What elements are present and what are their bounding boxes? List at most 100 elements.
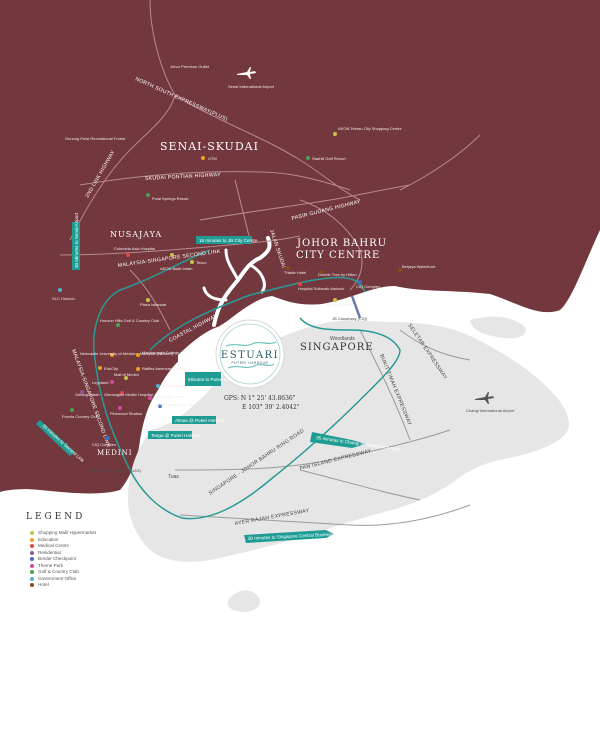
coastal-route[interactable] [149, 276, 366, 351]
malaysia-roads [59, 0, 481, 331]
poi-ferry-terminal[interactable]: International Ferry Terminal [155, 402, 204, 408]
poi-aeon-bukit-indah[interactable]: AEON Bukit Indah [160, 253, 192, 271]
poi-legoland[interactable]: Legoland [92, 380, 114, 385]
tag-almas-puteri[interactable]: Almas @ Puteri Harbour [172, 416, 225, 424]
second-link-route[interactable] [93, 249, 211, 471]
ring-road-route[interactable] [129, 317, 401, 520]
poi-jb-causeway[interactable]: JB Causeway (CIQ) [332, 316, 368, 321]
poi-hospital-sultanah[interactable]: Hospital Sultanah Aminah [298, 282, 344, 291]
malaysia-landmass [0, 0, 600, 494]
legend-dot-icon [30, 563, 34, 568]
svg-text:EduCity: EduCity [104, 366, 118, 371]
svg-text:UTM: UTM [208, 156, 217, 161]
legend-item: Hotel [26, 582, 166, 588]
poi-ciq-complex-jb[interactable]: CIQ Complex [356, 280, 380, 289]
svg-text:JB Causeway (CIQ): JB Causeway (CIQ) [332, 316, 368, 321]
poi-aeon-tebrau[interactable]: AEON Tebrau City Shopping Centre [333, 126, 403, 136]
poi-thistle-hotel[interactable]: Thistle Hotel [284, 266, 306, 275]
legend-item: Government Office [26, 576, 166, 582]
poi-tesco[interactable]: Tesco [190, 260, 207, 265]
svg-text:Pulai Springs Resort: Pulai Springs Resort [152, 196, 189, 201]
svg-text:Hello Kitty Town: Hello Kitty Town [155, 394, 183, 399]
poi-starhill-golf[interactable]: Starhill Golf Resort [306, 156, 346, 161]
svg-text:Tesco: Tesco [196, 260, 207, 265]
svg-text:15 minutes to JB City Centre: 15 minutes to JB City Centre [199, 238, 258, 243]
poi-mall-of-medini[interactable]: Mall of Medini [114, 372, 139, 380]
svg-text:Senai International Airport: Senai International Airport [228, 84, 275, 89]
svg-text:International Ferry Terminal: International Ferry Terminal [155, 402, 204, 407]
poi-utm[interactable]: UTM [201, 156, 217, 161]
svg-text:Double Tree by Hilton: Double Tree by Hilton [318, 272, 356, 277]
poi-educity[interactable]: EduCity [98, 366, 118, 371]
legend-item: Theme Park [26, 563, 166, 569]
svg-text:Legoland: Legoland [92, 380, 108, 385]
tag-jb-city-centre[interactable]: 15 minutes to JB City Centre [196, 236, 258, 244]
poi-slc-horizon[interactable]: SLC Horizon [52, 288, 75, 301]
tag-singapore-cbd[interactable]: 30 minutes to Singapore Central Business… [244, 530, 364, 543]
poi-johor-premium-outlet[interactable]: Johor Premium Outlet [170, 64, 210, 69]
region-singapore: SINGAPORE [300, 342, 374, 353]
poi-pulai-springs[interactable]: Pulai Springs Resort [146, 193, 189, 201]
poi-jb-city-square[interactable]: JB City Square [326, 298, 353, 307]
poi-newcastle-uni[interactable]: Newcastle University of Medicine Malaysi… [80, 351, 174, 357]
poi-changi-airport[interactable]: Changi International Airport [466, 408, 515, 413]
legend-item: Golf & Country Club [26, 569, 166, 575]
svg-text:Kota Iskandar: Kota Iskandar [162, 383, 187, 388]
poi-plaza-iskandar[interactable]: Plaza Iskandar [140, 298, 167, 307]
svg-text:Minutes to Puteri Harbour: Minutes to Puteri Harbour [188, 377, 241, 382]
legend-item: Border Checkpoint [26, 556, 166, 562]
poi-gelang-patah[interactable]: Gelang Patah [75, 390, 99, 397]
poi-hello-kitty[interactable]: Hello Kitty Town [148, 394, 183, 400]
svg-text:Almas @ Puteri Harbour: Almas @ Puteri Harbour [175, 418, 225, 423]
svg-text:Hospital Sultanah Aminah: Hospital Sultanah Aminah [298, 286, 344, 291]
poi-gunung-pulai[interactable]: Gunung Pulai Recreational Forest [65, 136, 126, 141]
poi-double-tree[interactable]: Double Tree by Hilton [318, 270, 356, 277]
tag-puteri-harbour[interactable]: Minutes to Puteri Harbour [185, 372, 241, 386]
legend-item-label: Government Office [38, 575, 77, 581]
estuari-badge[interactable]: ESTUARI PUTERI HARBOUR [215, 319, 285, 389]
poi-horizon-hills[interactable]: Horizon Hills Golf & Country Club [100, 318, 160, 327]
region-medini: MEDINI [97, 449, 133, 457]
poi-berjaya-waterfront[interactable]: Berjaya Waterfront [398, 264, 436, 272]
poi-raffles-school[interactable]: Raffles American School [136, 366, 186, 371]
estuari-name: ESTUARI [221, 350, 279, 361]
svg-text:Starhill Golf Resort: Starhill Golf Resort [312, 156, 346, 161]
poi-second-link-bridge[interactable]: 2nd Link Bridge (CIQ - TUAS) [88, 468, 142, 473]
svg-text:CIQ Complex: CIQ Complex [92, 442, 116, 447]
legend-item: Residential [26, 550, 166, 556]
svg-text:30 minutes to Singapore Centra: 30 minutes to Singapore Central Business… [248, 530, 364, 541]
poi-kota-iskandar[interactable]: Kota Iskandar [156, 383, 187, 388]
legend-dot-icon [30, 583, 34, 587]
svg-text:Gunung Pulai Recreational Fore: Gunung Pulai Recreational Forest [65, 136, 126, 141]
tag-senai-airport[interactable]: 30 Minutes to Senai Airport [72, 212, 80, 270]
svg-text:2nd Link Bridge (CIQ - TUAS): 2nd Link Bridge (CIQ - TUAS) [88, 468, 142, 473]
place-woodlands: Woodlands [330, 336, 355, 342]
svg-text:Pinewood Studios: Pinewood Studios [110, 411, 142, 416]
svg-text:Berjaya Waterfront: Berjaya Waterfront [402, 264, 436, 269]
poi-gleneagles[interactable]: Gleneagles Medini Hospital [104, 391, 153, 397]
legend-dot-icon [30, 550, 34, 555]
singapore-roads [174, 329, 471, 526]
poi-marlborough[interactable]: Marlborough College [136, 350, 180, 357]
legend-item-label: Residential [38, 549, 61, 555]
svg-text:30 Minutes to Senai Airport: 30 Minutes to Senai Airport [74, 212, 79, 268]
legend-item-label: Golf & Country Club [38, 569, 79, 574]
legend-item-label: Education [38, 536, 59, 542]
svg-text:Teega @ Puteri Harbour: Teega @ Puteri Harbour [151, 433, 201, 438]
poi-senai-airport[interactable]: Senai International Airport [228, 84, 275, 89]
tag-teega-puteri[interactable]: Teega @ Puteri Harbour [148, 431, 201, 439]
poi-ciq-complex-left[interactable]: CIQ Complex [92, 436, 116, 447]
svg-text:Gleneagles Medini Hospital: Gleneagles Medini Hospital [104, 392, 153, 397]
poi-columbia-hospital[interactable]: Columbia Asia Hospital [114, 246, 155, 257]
legend-item-label: Theme Park [38, 562, 64, 568]
region-senai-skudai: SENAI-SKUDAI [160, 140, 259, 153]
svg-text:AEON Bukit Indah: AEON Bukit Indah [160, 266, 192, 271]
svg-text:Gelang Patah: Gelang Patah [75, 392, 99, 397]
poi-ponzia-club[interactable]: Ponzia Country Club [62, 408, 99, 419]
legend-title: LEGEND [26, 512, 86, 522]
svg-text:Changi International Airport: Changi International Airport [466, 408, 515, 413]
poi-pinewood[interactable]: Pinewood Studios [110, 406, 142, 416]
river-branch [202, 248, 266, 302]
